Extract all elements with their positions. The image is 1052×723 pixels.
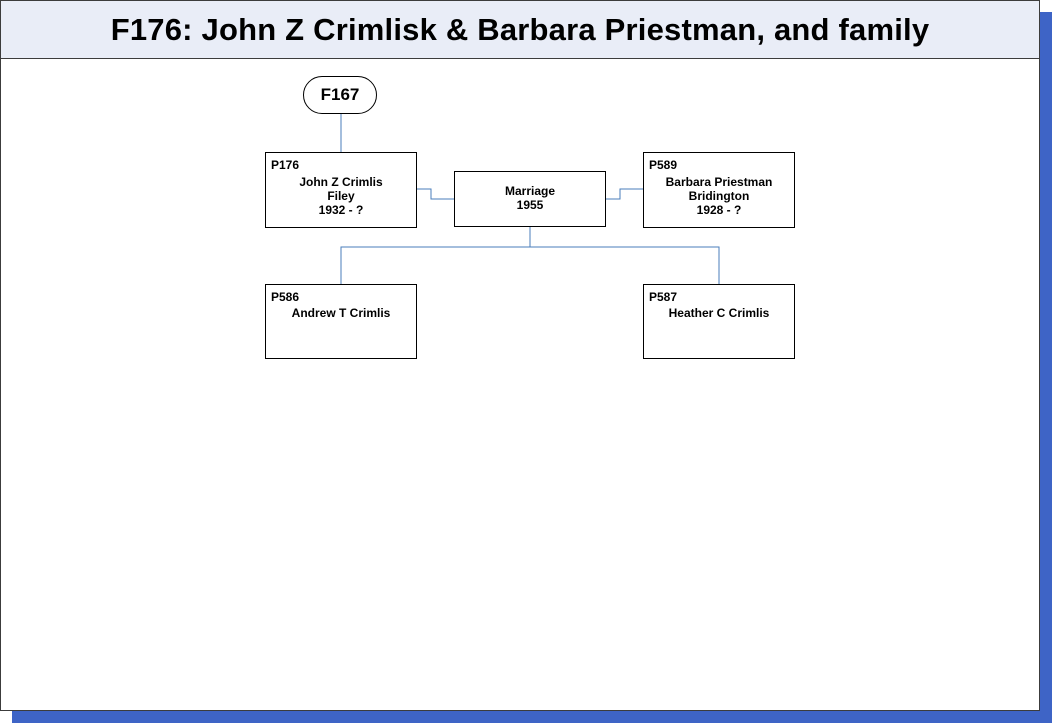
marriage-label: Marriage: [504, 184, 556, 198]
wife-name: Barbara Priestman: [665, 175, 773, 189]
husband-box[interactable]: P176 John Z Crimlis Filey 1932 - ?: [265, 152, 417, 228]
child-name: Andrew T Crimlis: [291, 306, 391, 320]
marriage-year: 1955: [516, 198, 544, 212]
connector-wife-marriage: [606, 188, 643, 200]
header-bar: F176: John Z Crimlisk & Barbara Priestma…: [1, 1, 1039, 59]
marriage-box[interactable]: Marriage 1955: [454, 171, 606, 227]
child-id: P586: [271, 290, 300, 304]
husband-place: Filey: [327, 189, 355, 203]
child-box-heather[interactable]: P587 Heather C Crimlis: [643, 284, 795, 359]
husband-name: John Z Crimlis: [299, 175, 383, 189]
child-id: P587: [649, 290, 678, 304]
chart-title: F176: John Z Crimlisk & Barbara Priestma…: [110, 11, 930, 47]
husband-id: P176: [271, 158, 300, 172]
connector-husband-marriage: [417, 188, 454, 200]
wife-dates: 1928 - ?: [696, 203, 742, 217]
chart-sheet: F176: John Z Crimlisk & Barbara Priestma…: [0, 0, 1040, 711]
husband-dates: 1932 - ?: [318, 203, 364, 217]
wife-box[interactable]: P589 Barbara Priestman Bridington 1928 -…: [643, 152, 795, 228]
wife-place: Bridington: [688, 189, 750, 203]
connector-children-bar: [340, 246, 720, 285]
wife-id: P589: [649, 158, 678, 172]
parent-family-node[interactable]: F167: [303, 76, 377, 114]
child-name: Heather C Crimlis: [668, 306, 770, 320]
child-box-andrew[interactable]: P586 Andrew T Crimlis: [265, 284, 417, 359]
